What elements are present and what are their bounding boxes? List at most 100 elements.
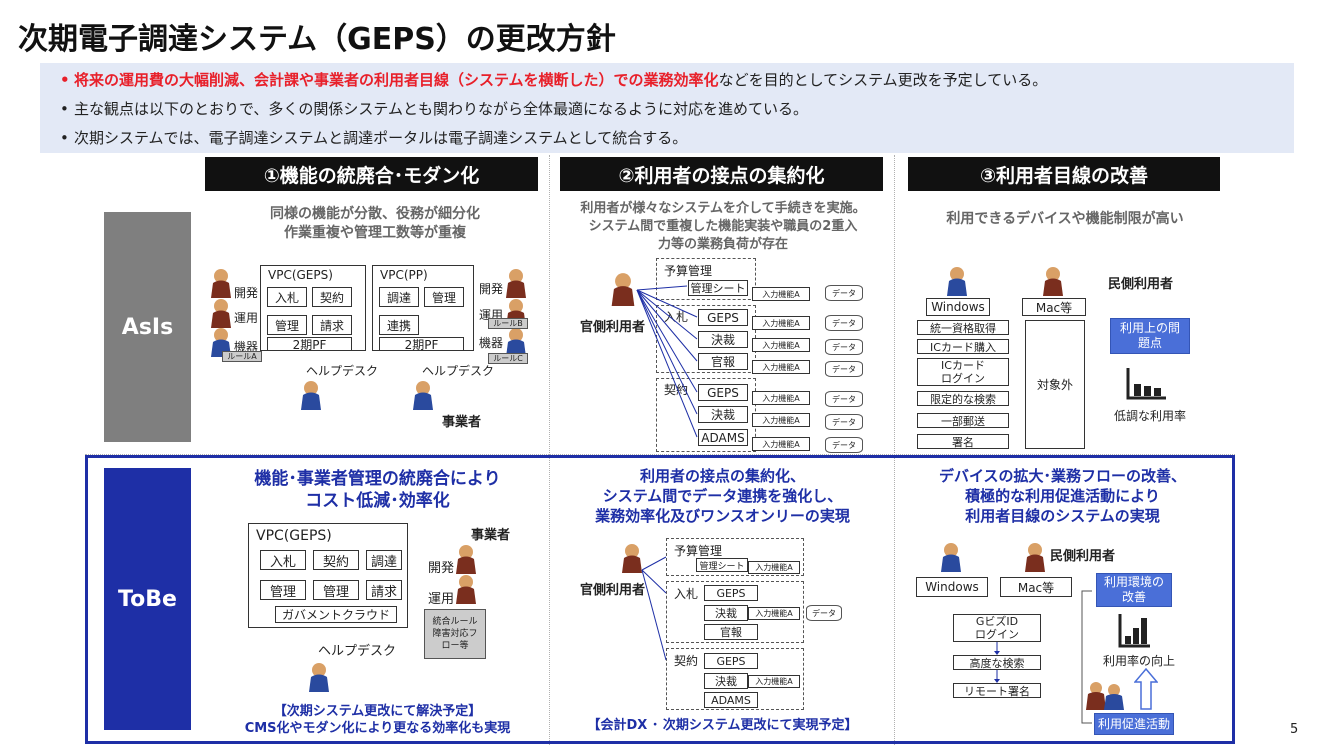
tobe-c2-note: 【会計DX ･ 次期システム更改にて実現予定】 (587, 718, 858, 733)
input-func-box: 入力機能A (752, 287, 810, 301)
row-divider (85, 454, 1235, 455)
remote-sign-box: リモート署名 (953, 683, 1041, 698)
person-icon (506, 328, 526, 357)
yosan-label: 予算管理 (674, 544, 723, 558)
connector-arrows (636, 285, 698, 438)
kanpo-box: 官報 (704, 624, 758, 640)
input-func-box: 入力機能A (748, 561, 800, 574)
person-icon (309, 663, 329, 692)
func-kanri-pp: 管理 (424, 287, 464, 307)
keiyaku-group-label: 契約 (664, 383, 689, 397)
nyusatsu-group-label: 入札 (674, 587, 699, 601)
tobe-c2-description: 利用者の接点の集約化、 システム間でデータ連携を強化し、 業務効率化及びワンスオ… (595, 467, 850, 525)
func-seikyu: 請求 (312, 315, 352, 335)
nyusatsu-group (666, 581, 804, 643)
usage-up-chart-icon (1118, 614, 1150, 648)
summary-panel: •将来の運用費の大幅削減、会計課や事業者の利用者目線（システムを横断した）での業… (40, 63, 1294, 153)
kangawa-label: 官側利用者 (580, 583, 646, 598)
advanced-search-box: 高度な検索 (953, 655, 1041, 670)
keiyaku-group-label: 契約 (674, 654, 699, 668)
bullet-3: •次期システムでは、電子調達システムと調達ポータルは電子調達システムとして統合す… (60, 129, 688, 147)
person-icon (622, 544, 642, 573)
promotion-box: 利用促進活動 (1094, 713, 1174, 735)
geps-box: GEPS (704, 585, 758, 601)
rule-a-badge: ルールA (222, 351, 262, 362)
func-renkei: 連携 (379, 315, 419, 335)
person-icon (211, 269, 231, 298)
people-group-icon (1086, 682, 1124, 710)
adams-box: ADAMS (704, 692, 758, 708)
label-kaihatsu: 開発 (234, 286, 259, 300)
integrated-rule-box: 統合ルール障害対応フロー等 (424, 609, 486, 659)
helpdesk-label: ヘルプデスク (422, 364, 495, 378)
func-seikyu: 請求 (366, 580, 402, 600)
tobe-c1-description: 機能･事業者管理の統廃合により コスト低減･効率化 (254, 469, 501, 511)
gov-cloud-box: ガバメントクラウド (275, 606, 397, 623)
helpdesk-label: ヘルプデスク (318, 644, 397, 659)
input-func-box: 入力機能A (752, 413, 810, 427)
flow-arrows (994, 642, 1000, 683)
vpc-geps-label: VPC(GEPS) (268, 268, 333, 282)
tobe-c1-note: 【次期システム更改にて解決予定】 CMS化やモダン化により更なる効率化も実現 (244, 704, 511, 736)
helpdesk-label: ヘルプデスク (306, 364, 379, 378)
flow-step: 限定的な検索 (917, 391, 1009, 406)
tobe-c3-description: デバイスの拡大･業務フローの改善、 積極的な利用促進活動により 利用者目線のシス… (938, 467, 1187, 525)
person-icon (413, 381, 433, 410)
tobe-frame (85, 455, 1235, 744)
person-icon (1043, 267, 1063, 296)
data-store: データ (825, 339, 863, 355)
bullet-2: •主な観点は以下のとおりで、多くの関係システムとも関わりながら全体最適になるよう… (60, 100, 808, 118)
flow-step: 一部郵送 (917, 413, 1009, 428)
page-title: 次期電子調達システム（GEPS）の更改方針 (18, 22, 616, 57)
row-label-tobe: ToBe (104, 468, 191, 730)
platform-2ki-pp: 2期PF (379, 337, 464, 352)
person-icon (456, 575, 476, 604)
person-icon (947, 267, 967, 296)
out-of-scope-box: 対象外 (1025, 320, 1085, 449)
func-kanri: 管理 (313, 580, 359, 600)
yosan-label: 予算管理 (664, 264, 713, 278)
input-func-box: 入力機能A (752, 391, 810, 405)
kanri-sheet-box: 管理シート (696, 558, 748, 572)
vpc-pp-label: VPC(PP) (380, 268, 428, 282)
column-divider (549, 155, 550, 745)
geps-box: GEPS (698, 384, 748, 401)
column-header-2: ②利用者の接点の集約化 (560, 157, 883, 191)
rule-c-badge: ルールC (488, 353, 528, 364)
func-keiyaku: 契約 (313, 550, 359, 570)
kessai-box: 決裁 (704, 605, 748, 621)
label-kaihatsu: 開発 (428, 561, 455, 576)
up-arrow-icon (1134, 668, 1158, 710)
row-label-asis: AsIs (104, 212, 191, 442)
connector-arrows (641, 556, 667, 661)
person-icon (301, 381, 321, 410)
kanpo-box: 官報 (698, 353, 748, 370)
func-nyusatsu: 入札 (267, 287, 307, 307)
kessai-box: 決裁 (704, 673, 748, 689)
jigyosha-label: 事業者 (471, 528, 511, 543)
platform-2ki: 2期PF (267, 337, 352, 352)
column-header-3: ③利用者目線の改善 (908, 157, 1220, 191)
column-divider (894, 155, 895, 745)
rule-b-badge: ルールB (488, 318, 528, 329)
person-icon (211, 299, 231, 328)
adams-box: ADAMS (698, 429, 748, 446)
kessai-box: 決裁 (698, 331, 748, 348)
label-kaihatsu-pp: 開発 (479, 282, 504, 296)
windows-box: Windows (916, 577, 988, 597)
yosan-group (666, 538, 804, 576)
func-chotatsu: 調達 (379, 287, 419, 307)
bracket-connector (1081, 590, 1092, 724)
func-nyusatsu: 入札 (260, 550, 306, 570)
mac-box: Mac等 (1022, 298, 1086, 316)
person-icon (1025, 543, 1045, 572)
mingawa-label: 民側利用者 (1108, 277, 1174, 292)
bullet-1-highlight: 将来の運用費の大幅削減、会計課や事業者の利用者目線（システムを横断した）での業務… (74, 71, 719, 89)
tobe-vpc-box (248, 523, 408, 628)
flow-step: ICカード購入 (917, 339, 1009, 354)
geps-box: GEPS (698, 309, 748, 326)
low-usage-chart-icon (1126, 368, 1166, 400)
data-store: データ (825, 437, 863, 453)
asis-c3-description: 利用できるデバイスや機能制限が高い (946, 211, 1184, 227)
person-icon (941, 543, 961, 572)
